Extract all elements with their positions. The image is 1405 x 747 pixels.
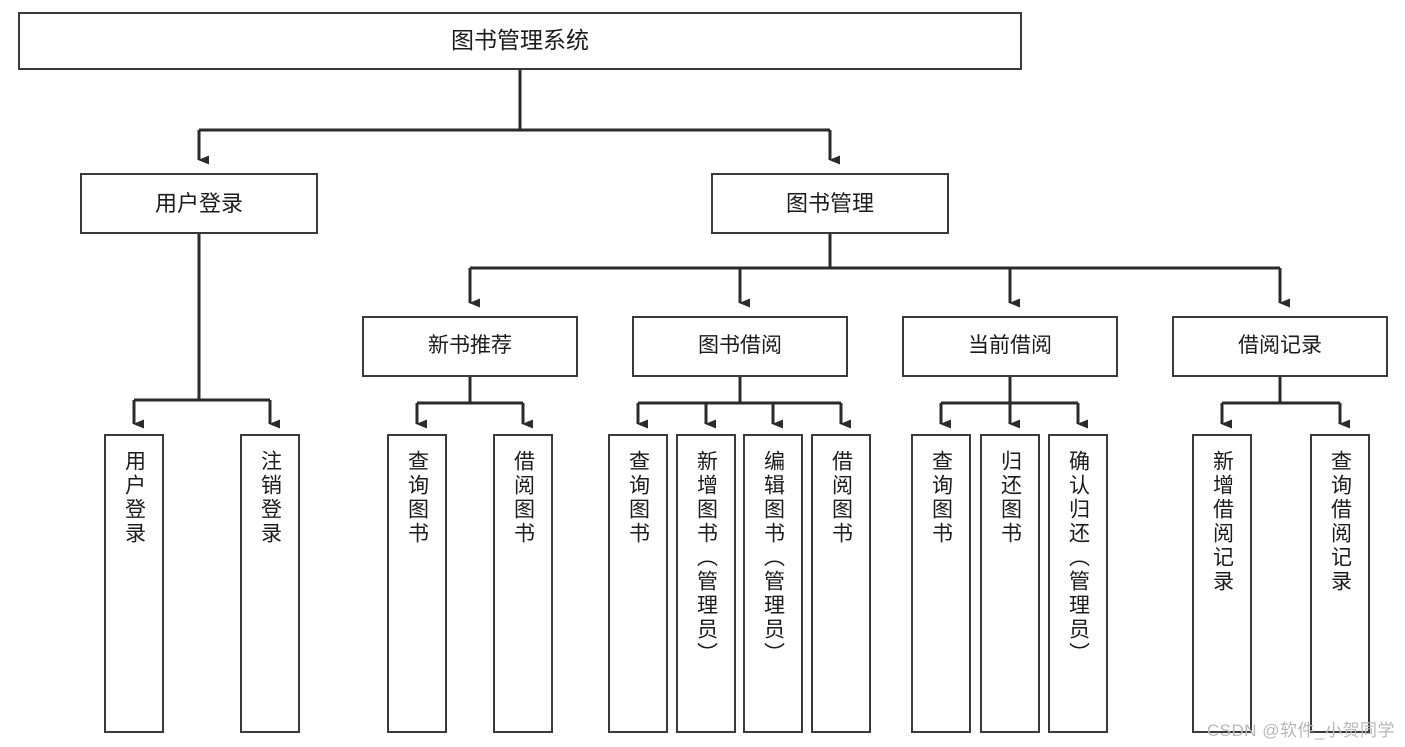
leaf-query-book-recommend[interactable]: 查询图书 [387, 434, 447, 733]
node-root-system[interactable]: 图书管理系统 [18, 12, 1022, 70]
node-label: 借阅记录 [1238, 334, 1322, 358]
leaf-edit-book-admin[interactable]: 编辑图书（管理员） [743, 434, 803, 733]
node-label: 借阅图书 [511, 450, 535, 546]
node-book-borrow[interactable]: 图书借阅 [632, 316, 848, 377]
node-label: 新增借阅记录 [1210, 450, 1234, 594]
node-label: 编辑图书（管理员） [761, 450, 785, 666]
node-label: 查询借阅记录 [1328, 450, 1352, 594]
node-label: 新增图书（管理员） [694, 450, 718, 666]
leaf-confirm-return-admin[interactable]: 确认归还（管理员） [1048, 434, 1108, 733]
node-label: 查询图书 [929, 450, 953, 546]
leaf-query-book-current[interactable]: 查询图书 [911, 434, 971, 733]
node-label: 当前借阅 [968, 334, 1052, 358]
leaf-return-book[interactable]: 归还图书 [980, 434, 1040, 733]
node-label: 查询图书 [405, 450, 429, 546]
node-label: 用户登录 [122, 450, 146, 546]
node-current-borrow[interactable]: 当前借阅 [902, 316, 1118, 377]
node-new-book-recommend[interactable]: 新书推荐 [362, 316, 578, 377]
node-user-login[interactable]: 用户登录 [80, 173, 318, 234]
node-label: 用户登录 [154, 190, 243, 216]
node-label: 图书管理 [785, 190, 874, 216]
node-label: 归还图书 [998, 450, 1022, 546]
node-borrow-record[interactable]: 借阅记录 [1172, 316, 1388, 377]
leaf-query-book-borrow[interactable]: 查询图书 [608, 434, 668, 733]
leaf-add-book-admin[interactable]: 新增图书（管理员） [676, 434, 736, 733]
node-label: 注销登录 [258, 450, 282, 546]
node-label: 确认归还（管理员） [1066, 450, 1090, 666]
node-label: 查询图书 [626, 450, 650, 546]
leaf-borrow-book-recommend[interactable]: 借阅图书 [493, 434, 553, 733]
leaf-user-login[interactable]: 用户登录 [104, 434, 164, 733]
leaf-borrow-book[interactable]: 借阅图书 [811, 434, 871, 733]
leaf-logout-login[interactable]: 注销登录 [240, 434, 300, 733]
leaf-add-borrow-record[interactable]: 新增借阅记录 [1192, 434, 1252, 733]
watermark: CSDN @软件_小贺同学 [1206, 721, 1395, 740]
node-label: 借阅图书 [829, 450, 853, 546]
leaf-query-borrow-record[interactable]: 查询借阅记录 [1310, 434, 1370, 733]
node-label: 图书借阅 [698, 334, 782, 358]
node-label: 图书管理系统 [451, 27, 589, 54]
node-book-management[interactable]: 图书管理 [711, 173, 949, 234]
node-label: 新书推荐 [428, 334, 512, 358]
